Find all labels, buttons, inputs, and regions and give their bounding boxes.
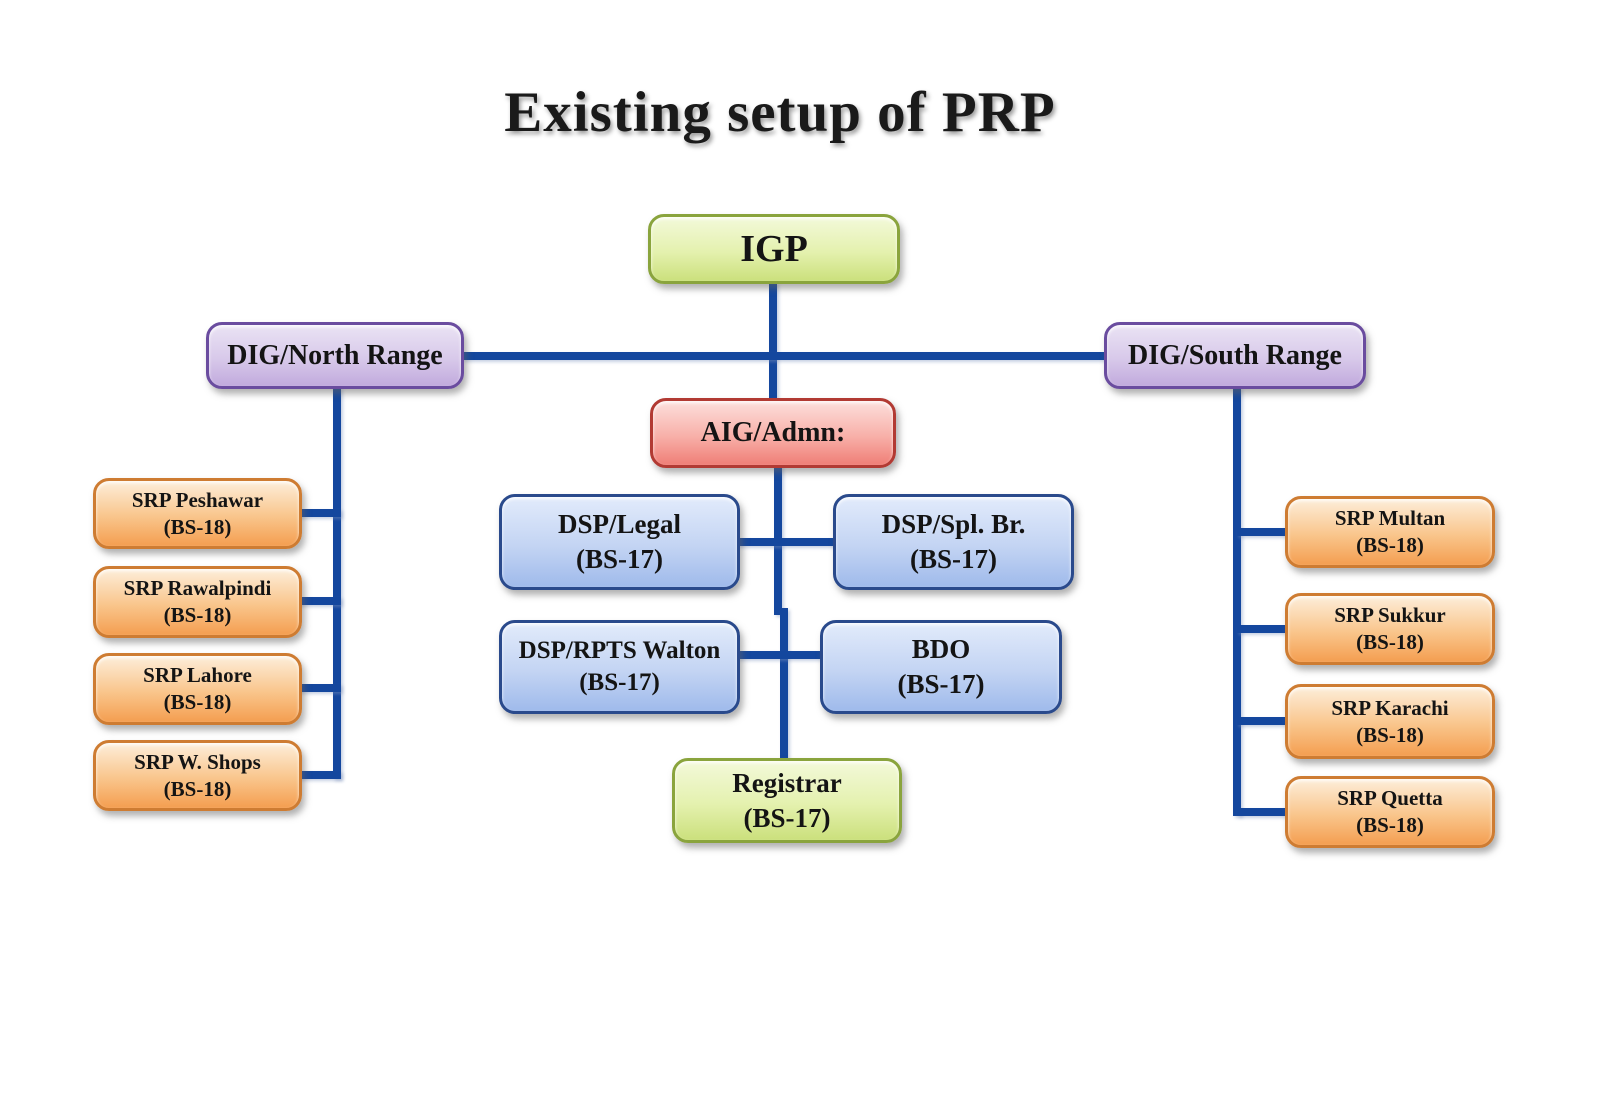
node-srp-w-shops-grade: (BS-18) xyxy=(163,776,232,801)
node-dsp-legal-grade: (BS-17) xyxy=(576,544,663,574)
node-dig-north-range: DIG/North Range xyxy=(206,322,464,389)
node-srp-peshawar: SRP Peshawar (BS-18) xyxy=(93,478,302,549)
node-dig-south-range: DIG/South Range xyxy=(1104,322,1366,389)
connector-row1-stub xyxy=(737,538,836,546)
node-srp-lahore-name: SRP Lahore xyxy=(143,663,252,688)
node-dsp-legal-name: DSP/Legal xyxy=(557,509,681,540)
connector-north-stub-1 xyxy=(298,509,341,517)
node-srp-karachi: SRP Karachi (BS-18) xyxy=(1285,684,1495,759)
node-dsp-rpts-walton-name: DSP/RPTS Walton xyxy=(518,637,721,664)
connector-north-stub-4 xyxy=(298,771,341,779)
connector-row2-stub xyxy=(737,651,823,659)
connector-north-stub-2 xyxy=(298,597,341,605)
page-title: Existing setup of PRP xyxy=(504,81,1056,144)
node-dsp-rpts-walton: DSP/RPTS Walton (BS-17) xyxy=(499,620,740,714)
node-srp-w-shops: SRP W. Shops (BS-18) xyxy=(93,740,302,811)
node-dsp-rpts-walton-grade: (BS-17) xyxy=(579,669,660,696)
connector-center-trunk-lower xyxy=(780,608,788,760)
node-srp-karachi-grade: (BS-18) xyxy=(1356,722,1424,747)
node-igp-label: IGP xyxy=(740,227,808,270)
node-srp-multan-grade: (BS-18) xyxy=(1356,533,1424,557)
node-srp-lahore: SRP Lahore (BS-18) xyxy=(93,653,302,725)
node-srp-rawalpindi-grade: (BS-18) xyxy=(163,603,232,627)
node-registrar: Registrar (BS-17) xyxy=(672,758,902,843)
connector-south-trunk xyxy=(1233,387,1241,816)
node-aig-label: AIG/Admn: xyxy=(700,417,846,449)
connector-dig-horizontal xyxy=(462,352,1106,360)
connector-south-stub-4 xyxy=(1237,808,1289,816)
node-srp-karachi-name: SRP Karachi xyxy=(1331,695,1449,720)
node-srp-quetta: SRP Quetta (BS-18) xyxy=(1285,776,1495,848)
node-bdo-name: BDO xyxy=(911,634,971,665)
node-bdo-grade: (BS-17) xyxy=(897,669,985,699)
node-dsp-legal: DSP/Legal (BS-17) xyxy=(499,494,740,590)
node-srp-peshawar-grade: (BS-18) xyxy=(163,514,232,539)
node-srp-rawalpindi: SRP Rawalpindi (BS-18) xyxy=(93,566,302,638)
node-srp-lahore-grade: (BS-18) xyxy=(163,690,232,714)
node-dig-north-label: DIG/North Range xyxy=(227,339,443,371)
node-bdo: BDO (BS-17) xyxy=(820,620,1062,714)
node-srp-sukkur-grade: (BS-18) xyxy=(1356,630,1424,654)
node-srp-peshawar-name: SRP Peshawar xyxy=(131,487,264,512)
node-dsp-spl-br-name: DSP/Spl. Br. xyxy=(881,509,1026,540)
node-srp-rawalpindi-name: SRP Rawalpindi xyxy=(123,576,272,601)
node-srp-multan-name: SRP Multan xyxy=(1334,506,1446,531)
node-dsp-spl-br: DSP/Spl. Br. (BS-17) xyxy=(833,494,1074,590)
node-igp: IGP xyxy=(648,214,900,284)
connector-south-stub-2 xyxy=(1237,625,1289,633)
node-srp-quetta-name: SRP Quetta xyxy=(1337,786,1443,811)
node-registrar-name: Registrar xyxy=(732,767,842,798)
connector-north-stub-3 xyxy=(298,684,341,692)
node-srp-quetta-grade: (BS-18) xyxy=(1356,813,1424,837)
node-dig-south-label: DIG/South Range xyxy=(1128,339,1342,371)
node-registrar-grade: (BS-17) xyxy=(743,802,831,833)
node-dsp-spl-br-grade: (BS-17) xyxy=(910,544,997,574)
connector-north-trunk xyxy=(333,387,341,779)
connector-igp-aig xyxy=(769,282,777,402)
node-srp-w-shops-name: SRP W. Shops xyxy=(134,749,261,774)
node-aig-admn: AIG/Admn: xyxy=(650,398,896,468)
connector-south-stub-3 xyxy=(1237,717,1289,725)
node-srp-sukkur: SRP Sukkur (BS-18) xyxy=(1285,593,1495,665)
connector-south-stub-1 xyxy=(1237,528,1289,536)
node-srp-sukkur-name: SRP Sukkur xyxy=(1334,603,1446,628)
node-srp-multan: SRP Multan (BS-18) xyxy=(1285,496,1495,568)
